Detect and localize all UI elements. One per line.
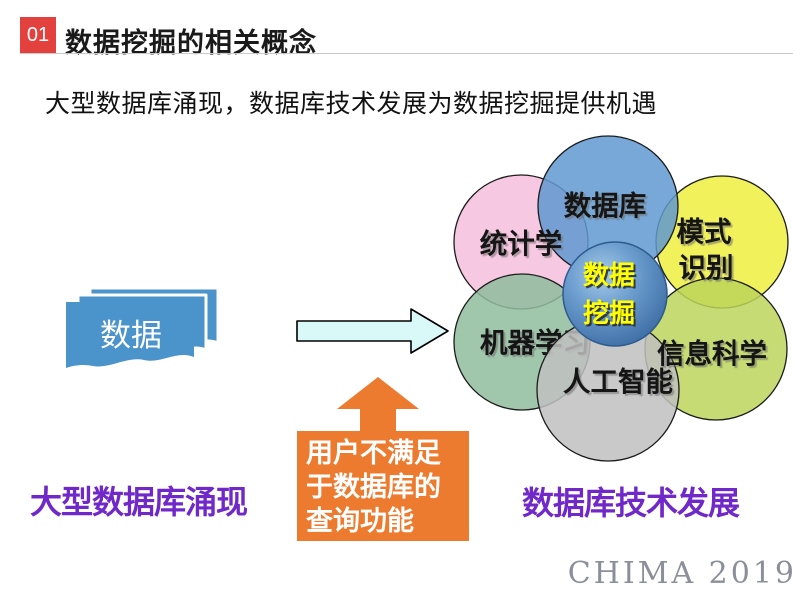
- pattern-recognition-label-line1: 模式: [677, 216, 732, 247]
- title-divider: [20, 53, 793, 54]
- data-stack-page-front: [66, 302, 194, 368]
- callout-line-2: 于数据库的: [306, 472, 441, 502]
- callout-line-3: 查询功能: [306, 506, 414, 536]
- database-label: 数据库: [564, 190, 647, 221]
- flow-arrow-icon: [296, 308, 449, 354]
- statistics-label: 统计学: [480, 228, 563, 259]
- data-stack: 数据: [66, 286, 220, 368]
- section-number-badge: 01: [20, 17, 56, 54]
- section-number: 01: [26, 24, 50, 46]
- right-caption: 数据库技术发展: [522, 485, 740, 521]
- callout-box: 用户不满足 于数据库的 查询功能: [297, 431, 469, 541]
- data-mining-label-line1: 数据: [583, 260, 635, 290]
- information-science-label: 信息科学: [657, 338, 767, 369]
- subtitle-text: 大型数据库涌现，数据库技术发展为数据挖掘提供机遇: [45, 90, 658, 118]
- data-mining-label-line2: 挖掘: [583, 298, 635, 328]
- artificial-intelligence-label: 人工智能: [563, 366, 673, 397]
- data-mining-center-circle: [562, 241, 668, 347]
- left-caption: 大型数据库涌现: [30, 484, 248, 520]
- venn-diagram: 机器学习 统计学 数据库 模式 识别 信息科学 人工智能 数据 挖掘: [453, 135, 789, 462]
- up-arrow-icon: [337, 377, 419, 433]
- pattern-recognition-label-line2: 识别: [679, 252, 734, 283]
- data-stack-label: 数据: [100, 318, 162, 353]
- callout-line-1: 用户不满足: [306, 438, 441, 468]
- footer-watermark: CHIMA 2019: [567, 556, 793, 591]
